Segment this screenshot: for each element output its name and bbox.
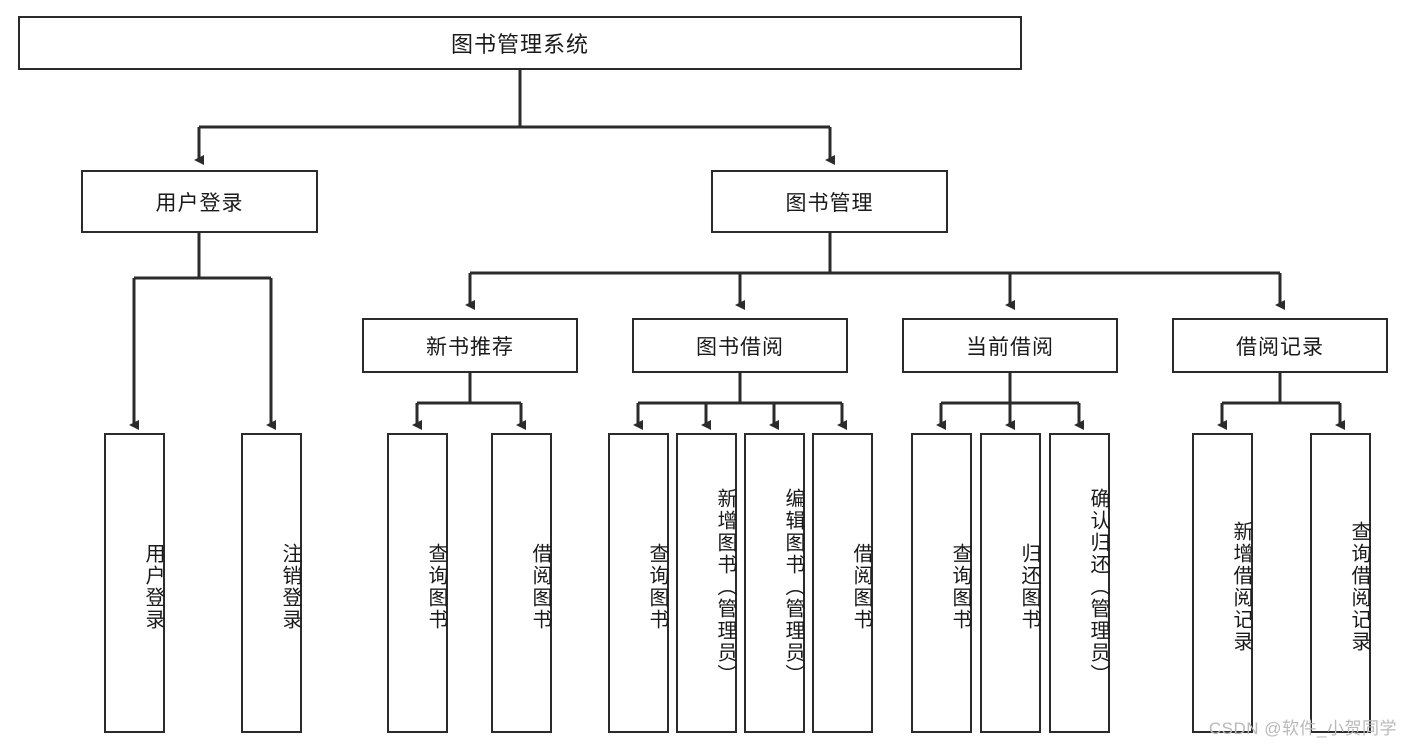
node-label: 用户登录 [155, 191, 244, 215]
node-current-borrow[interactable]: 当前借阅 [902, 318, 1118, 373]
node-book-management[interactable]: 图书管理 [711, 170, 948, 233]
leaf-recommend-borrow-book[interactable]: 借阅图书 [491, 433, 552, 733]
watermark: CSDN @软件_小贺同学 [1208, 719, 1397, 738]
node-label: 图书借阅 [696, 335, 784, 359]
node-book-borrow[interactable]: 图书借阅 [632, 318, 848, 373]
node-label: 确认归还（管理员） [1087, 488, 1109, 686]
node-label: 查询借阅记录 [1348, 521, 1370, 653]
node-label: 新书推荐 [426, 335, 514, 359]
leaf-borrow-borrow-book[interactable]: 借阅图书 [812, 433, 873, 733]
node-label: 图书管理系统 [450, 32, 589, 57]
leaf-record-add-record[interactable]: 新增借阅记录 [1192, 433, 1253, 733]
leaf-user-login-signin[interactable]: 用户登录 [104, 433, 165, 733]
node-label: 编辑图书（管理员） [782, 488, 804, 686]
node-label: 归还图书 [1018, 543, 1040, 631]
node-label: 用户登录 [142, 543, 164, 631]
leaf-current-confirm-return-admin[interactable]: 确认归还（管理员） [1049, 433, 1110, 733]
node-label: 借阅图书 [850, 543, 872, 631]
node-label: 查询图书 [425, 543, 447, 631]
leaf-borrow-edit-book-admin[interactable]: 编辑图书（管理员） [744, 433, 805, 733]
node-label: 借阅图书 [529, 543, 551, 631]
leaf-current-query-book[interactable]: 查询图书 [911, 433, 972, 733]
leaf-borrow-query-book[interactable]: 查询图书 [608, 433, 669, 733]
node-label: 图书管理 [785, 191, 874, 215]
node-label: 查询图书 [949, 543, 971, 631]
node-label: 借阅记录 [1236, 335, 1324, 359]
leaf-borrow-add-book-admin[interactable]: 新增图书（管理员） [676, 433, 737, 733]
node-user-login[interactable]: 用户登录 [81, 170, 318, 233]
leaf-user-login-signout[interactable]: 注销登录 [241, 433, 302, 733]
node-label: 新增图书（管理员） [714, 488, 736, 686]
leaf-record-query-record[interactable]: 查询借阅记录 [1310, 433, 1371, 733]
node-label: 注销登录 [279, 543, 301, 631]
leaf-current-return-book[interactable]: 归还图书 [980, 433, 1041, 733]
node-label: 新增借阅记录 [1230, 521, 1252, 653]
leaf-recommend-query-book[interactable]: 查询图书 [387, 433, 448, 733]
node-label: 查询图书 [646, 543, 668, 631]
node-new-book-recommend[interactable]: 新书推荐 [362, 318, 578, 373]
node-root-system[interactable]: 图书管理系统 [18, 16, 1022, 70]
node-borrow-record[interactable]: 借阅记录 [1172, 318, 1388, 373]
node-label: 当前借阅 [966, 335, 1054, 359]
